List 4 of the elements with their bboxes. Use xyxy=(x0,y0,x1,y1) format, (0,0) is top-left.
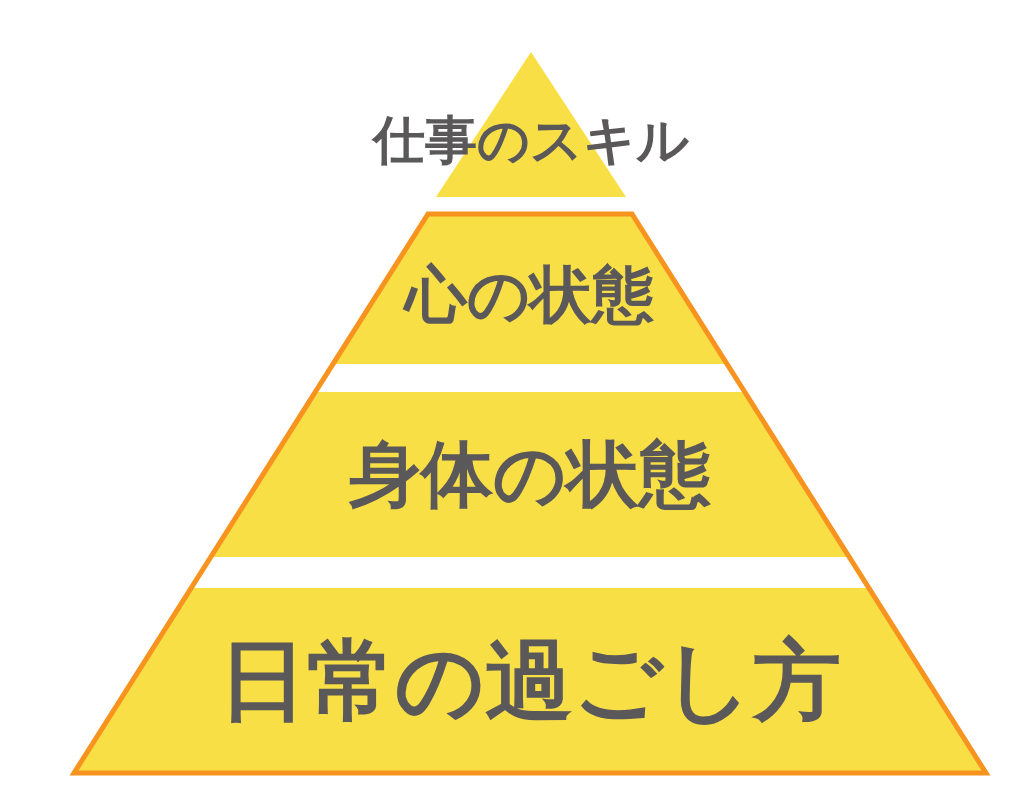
tier-label: 仕事のスキル xyxy=(373,109,689,172)
tier-label: 心の状態 xyxy=(405,257,655,333)
tier-label: 日常の過ごし方 xyxy=(219,627,841,734)
tier-label: 身体の状態 xyxy=(349,431,711,518)
